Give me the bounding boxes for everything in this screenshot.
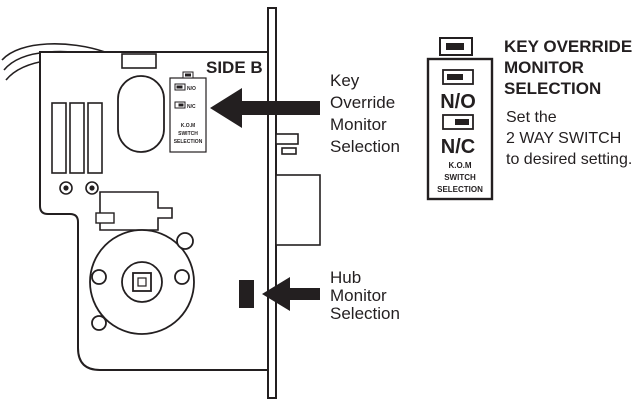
slot-3 [87,102,103,174]
small-kom-switch: N/O N/C K.O.M SWITCH SELECTION [169,71,207,153]
screw-right [85,181,99,195]
small-switch-label: SWITCH [178,131,198,137]
instruction-body-line: 2 WAY SWITCH [506,130,621,147]
hub-monitor-arrow [262,277,320,311]
instruction-heading-line: SELECTION [504,79,601,98]
callout-line: Monitor [330,286,387,305]
small-no-label: N/O [187,86,196,92]
callout-line: Hub [330,268,361,287]
top-tab [121,53,157,69]
oval-cutout [117,75,165,153]
callout-line: Key [330,71,360,90]
screw-left [59,181,73,195]
hub-monitor-callout: Hub Monitor Selection [330,268,400,323]
callout-line: Selection [330,304,400,323]
callout-line: Selection [330,137,400,156]
small-tab [95,212,115,224]
small-selection-label: SELECTION [174,139,203,145]
hub-monitor-switch [239,280,254,308]
selection-label: SELECTION [437,185,483,194]
nc-label: N/C [441,136,475,158]
instruction-heading-line: KEY OVERRIDE [504,37,632,56]
slot-1 [51,102,67,174]
hub-assembly [89,229,195,335]
switch-detail-panel: N/O N/C K.O.M SWITCH SELECTION [426,37,494,201]
key-override-callout: Key Override Monitor Selection [330,71,400,156]
no-label: N/O [440,91,476,113]
small-kom-label: K.O.M [181,123,195,129]
switch-label: SWITCH [444,173,476,182]
kom-label: K.O.M [448,161,471,170]
instruction-heading-line: MONITOR [504,58,584,77]
slot-2 [69,102,85,174]
callout-line: Override [330,93,395,112]
faceplate [267,7,277,399]
latch-bracket [99,191,173,231]
faceplate-latch [275,133,321,246]
instructions: KEY OVERRIDE MONITOR SELECTION Set the 2… [504,37,632,168]
side-b-label: SIDE B [206,58,263,77]
key-override-arrow [210,88,320,128]
callout-line: Monitor [330,115,387,134]
small-nc-label: N/C [187,104,196,110]
instruction-body-line: Set the [506,109,557,126]
instruction-body-line: to desired setting. [506,151,632,168]
